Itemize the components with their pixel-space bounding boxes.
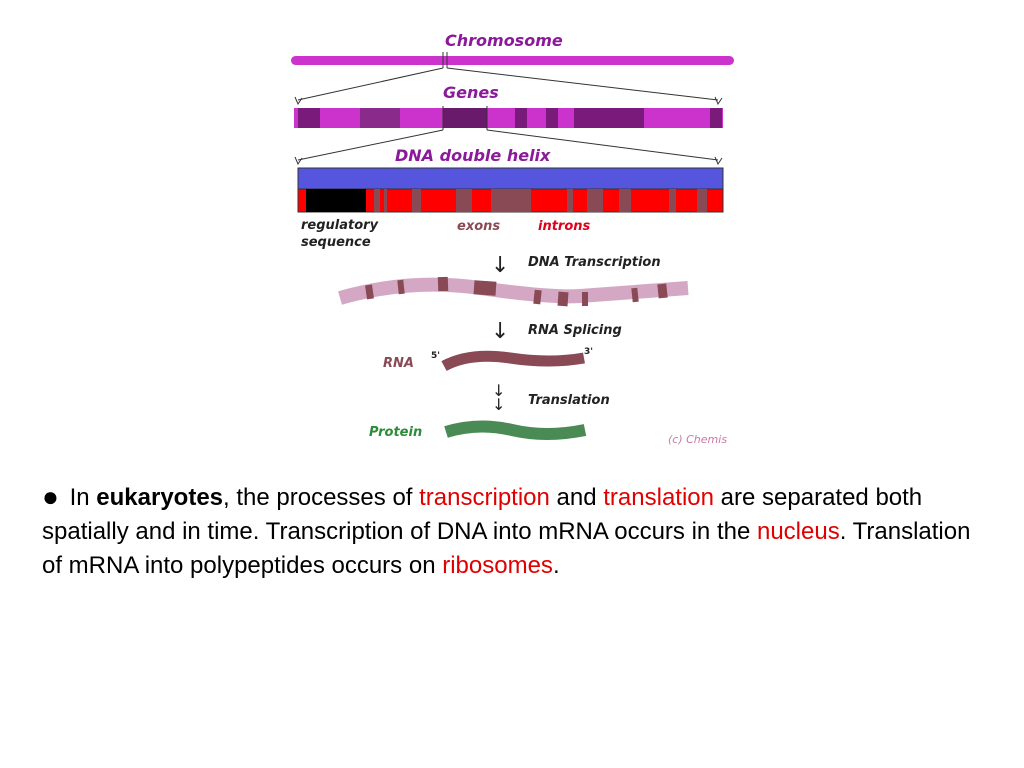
caption-translation: translation bbox=[603, 484, 714, 511]
caption-ribosomes: ribosomes bbox=[442, 552, 553, 579]
bullet-icon: ● bbox=[42, 481, 59, 512]
down-arrow-icon: ↓ bbox=[492, 381, 505, 400]
caption-transcription: transcription bbox=[419, 484, 550, 511]
pre-mrna-strand bbox=[338, 276, 689, 307]
genes-label: Genes bbox=[443, 83, 499, 102]
caption-end: . bbox=[552, 552, 560, 579]
gene-expression-diagram: Chromosome Genes DNA double helix bbox=[291, 31, 734, 446]
caption-part3: . Translation of mRNA into polypeptides … bbox=[42, 518, 971, 579]
splicing-label: RNA Splicing bbox=[528, 323, 622, 338]
dna-double-helix bbox=[297, 167, 724, 213]
caption-nucleus: nucleus bbox=[756, 518, 840, 545]
down-arrow-icon: ↓ bbox=[491, 319, 509, 344]
genes-bar bbox=[294, 106, 723, 130]
caption-part1: , the processes of bbox=[223, 484, 413, 511]
mrna-strand bbox=[441, 350, 585, 371]
chromosome-bar bbox=[291, 56, 734, 65]
three-prime-label: 3' bbox=[584, 347, 593, 357]
down-arrow-icon: ↓ bbox=[492, 395, 505, 414]
credit-text: (c) Chemis bbox=[668, 433, 727, 446]
caption-part2: are separated both spatially and in time… bbox=[42, 484, 923, 545]
rna-label: RNA bbox=[383, 356, 414, 371]
regulatory-label-line1: regulatory bbox=[301, 218, 379, 233]
regulatory-label-line2: sequence bbox=[301, 235, 371, 250]
protein-label: Protein bbox=[369, 425, 422, 440]
caption-and: and bbox=[556, 484, 597, 511]
introns-label: introns bbox=[538, 219, 591, 234]
caption-in: In bbox=[69, 484, 90, 511]
chromosome-label: Chromosome bbox=[445, 31, 563, 50]
translation-label: Translation bbox=[528, 393, 610, 408]
transcription-label: DNA Transcription bbox=[528, 255, 661, 270]
caption-eukaryotes: eukaryotes bbox=[96, 484, 224, 511]
dna-helix-label: DNA double helix bbox=[395, 146, 551, 165]
genes-zoom-lines bbox=[297, 129, 719, 161]
down-arrow-icon: ↓ bbox=[491, 253, 509, 278]
five-prime-label: 5' bbox=[431, 351, 440, 361]
arrowhead-right-2 bbox=[714, 156, 723, 166]
caption-paragraph: ● In eukaryotes, the processes of transc… bbox=[42, 480, 982, 583]
chromosome-zoom-lines bbox=[297, 52, 719, 101]
arrowhead-right-1 bbox=[714, 96, 723, 106]
arrowhead-left-2 bbox=[294, 156, 303, 166]
exons-label: exons bbox=[457, 219, 500, 234]
protein-strand bbox=[444, 420, 587, 440]
arrowhead-left-1 bbox=[294, 96, 303, 106]
